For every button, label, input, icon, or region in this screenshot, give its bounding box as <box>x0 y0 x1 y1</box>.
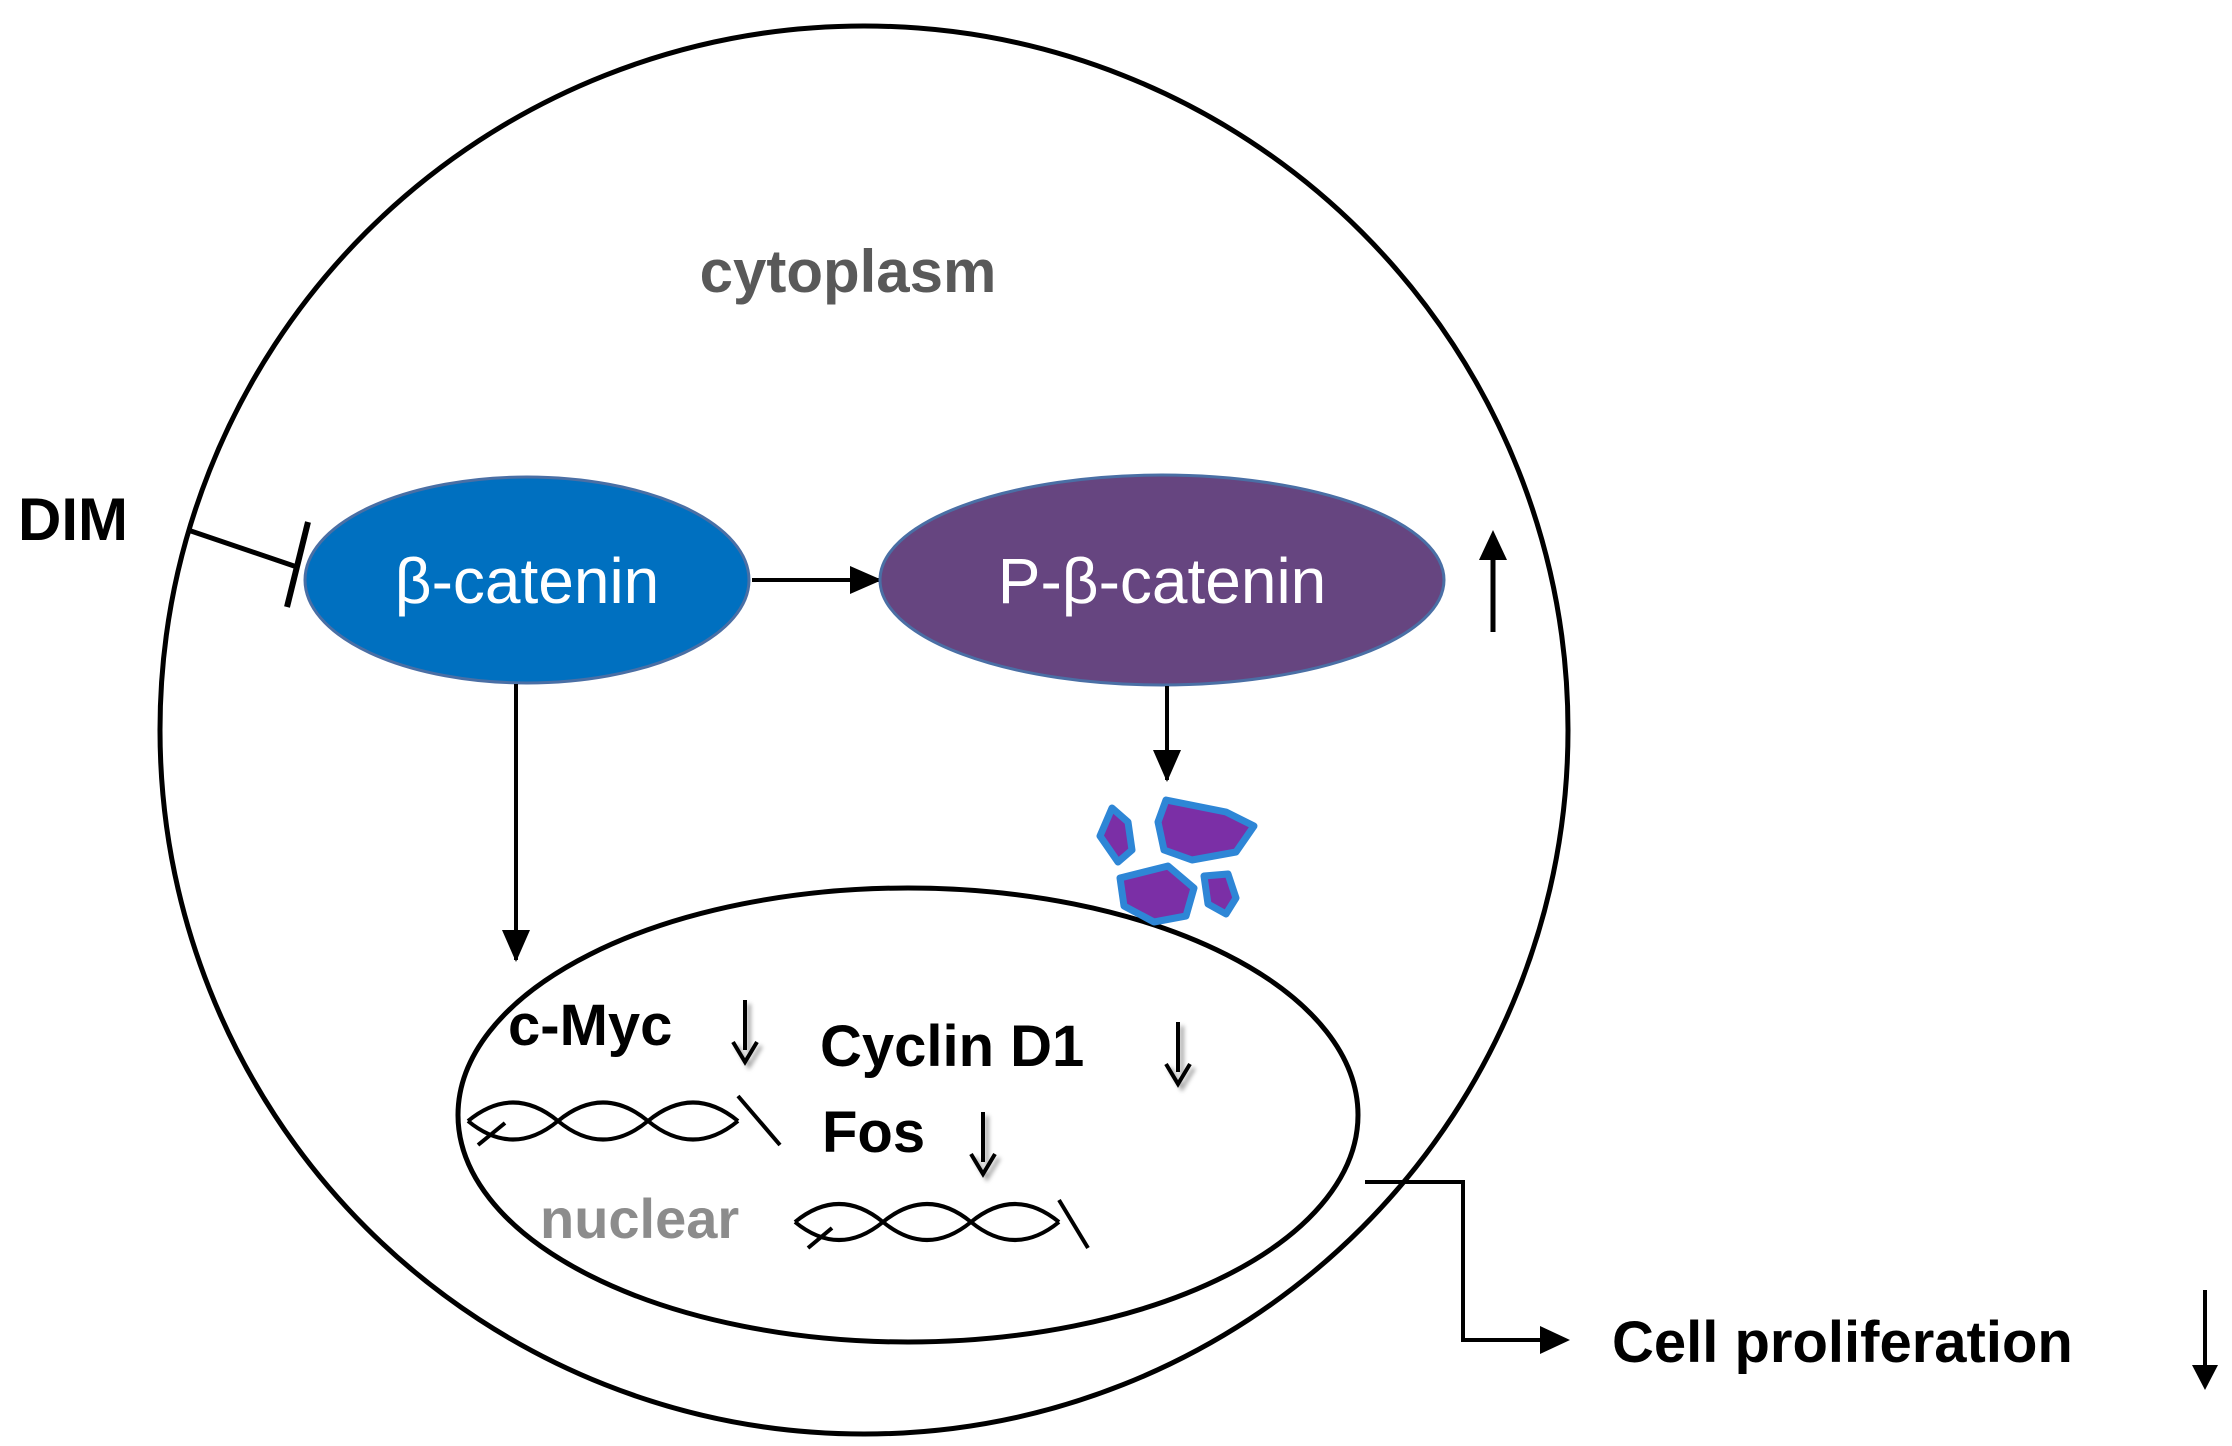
cytoplasm-label: cytoplasm <box>700 238 997 305</box>
cell-proliferation-label: Cell proliferation <box>1612 1310 2073 1375</box>
cyclin-d1-label: Cyclin D1 <box>820 1014 1084 1079</box>
degraded-fragments-icon <box>1096 796 1258 926</box>
down-arrow-icon <box>2192 1290 2218 1390</box>
down-arrow-icon <box>1164 1022 1192 1088</box>
up-arrow-icon <box>1479 530 1507 632</box>
inhibition-bar <box>284 521 311 608</box>
c-myc-label: c-Myc <box>508 993 672 1058</box>
p-beta-catenin-label: P-β-catenin <box>998 545 1327 617</box>
down-arrow-icon <box>969 1112 997 1178</box>
beta-catenin-node: β-catenin <box>303 475 751 685</box>
dna-helix-icon <box>793 1198 1090 1250</box>
nucleus-membrane <box>455 885 1361 1345</box>
dim-inhibition-line <box>187 527 298 570</box>
fos-label: Fos <box>822 1100 925 1165</box>
p-beta-catenin-node: P-β-catenin <box>878 473 1446 687</box>
dna-helix-icon <box>466 1094 782 1147</box>
proliferation-connector <box>1365 1180 1546 1342</box>
cell-membrane <box>157 23 1571 1437</box>
down-arrow-icon <box>731 1000 759 1066</box>
beta-catenin-label: β-catenin <box>395 545 660 617</box>
dim-label: DIM <box>18 486 128 553</box>
proliferation-arrowhead <box>1540 1326 1570 1354</box>
nuclear-label: nuclear <box>540 1187 739 1250</box>
